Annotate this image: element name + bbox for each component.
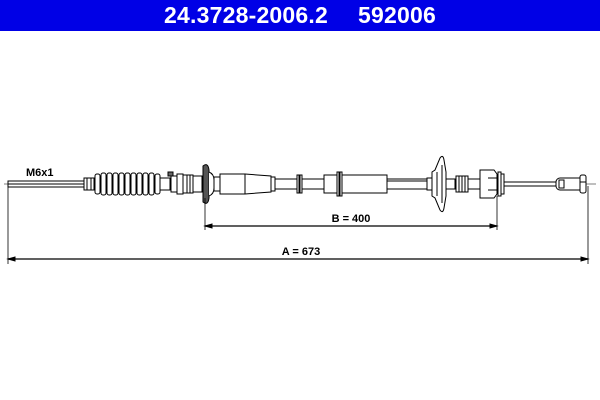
conduit-clamps: [296, 171, 428, 197]
clevis-end: [555, 174, 587, 194]
dimension-b-label: B = 400: [332, 213, 371, 225]
extension-lines: [7, 184, 589, 264]
dimension-a-label: A = 673: [282, 246, 320, 258]
dimension-b: [203, 223, 499, 229]
dimension-a: [6, 256, 590, 262]
thread-label: M6x1: [26, 167, 54, 179]
threaded-end-rod: [7, 180, 85, 188]
inner-cable: [503, 181, 557, 187]
bellows-boot: [94, 171, 174, 196]
grommet-left: [202, 164, 215, 204]
title-bar: 24.3728-2006.2 592006: [0, 0, 600, 31]
end-fitting-left: [170, 173, 203, 195]
conduit-sleeve: [213, 173, 300, 195]
end-nut: [83, 177, 95, 191]
reference-number: 592006: [358, 2, 436, 28]
part-number: 24.3728-2006.2: [164, 2, 328, 28]
grommet-right: [426, 155, 456, 213]
adjuster-nut: [455, 169, 505, 199]
